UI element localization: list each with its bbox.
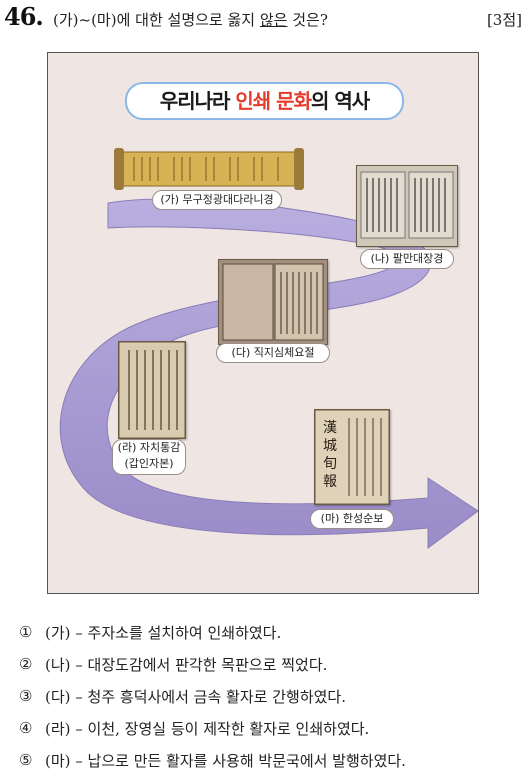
choice-1-text: (가) – 주자소를 설치하여 인쇄하였다. (45, 623, 282, 642)
svg-text:城: 城 (323, 438, 337, 454)
artifact-da: (다) 직지심체요절 (216, 259, 338, 363)
choice-3-marker: ③ (19, 687, 33, 705)
choice-5-text: (마) – 납으로 만든 활자를 사용해 박문국에서 발행하였다. (45, 751, 406, 770)
answer-choices: ① (가) – 주자소를 설치하여 인쇄하였다. ② (나) – 대장도감에서 판각… (19, 616, 524, 776)
choice-4[interactable]: ④ (라) – 이천, 장영실 등이 제작한 활자로 인쇄하였다. (19, 712, 524, 744)
question-score: [3점] (486, 11, 522, 29)
svg-text:旬: 旬 (323, 456, 337, 472)
artifact-ra-label-line2: (갑인자본) (124, 457, 174, 470)
figure-title-box: 우리나라 인쇄 문화의 역사 (125, 82, 404, 120)
svg-text:報: 報 (323, 474, 337, 490)
artifact-na: (나) 팔만대장경 (356, 165, 460, 269)
artifact-ga: (가) 무구정광대다라니경 (114, 144, 304, 214)
artifact-ra: (라) 자치통감 (갑인자본) (112, 341, 194, 475)
choice-5-marker: ⑤ (19, 751, 33, 769)
jachi-tonggam-image (118, 341, 186, 439)
question-text-after: 것은? (287, 11, 328, 29)
artifact-ra-label-line1: (라) 자치통감 (117, 441, 181, 454)
choice-1-marker: ① (19, 623, 33, 641)
artifact-ga-label: (가) 무구정광대다라니경 (152, 190, 282, 210)
figure-title-highlight: 인쇄 문화 (235, 89, 312, 113)
hanseong-sunbo-image: 漢 城 旬 報 (314, 409, 390, 505)
printing-history-figure: 우리나라 인쇄 문화의 역사 (가) 무구정광대다라니경 (47, 52, 479, 594)
svg-text:漢: 漢 (323, 420, 337, 436)
question-header: 46. (가)~(마)에 대한 설명으로 옳지 않은 것은? [3점] (4, 2, 526, 38)
choice-3-text: (다) – 청주 흥덕사에서 금속 활자로 간행하였다. (45, 687, 346, 706)
jikji-image (218, 259, 328, 345)
artifact-ra-label: (라) 자치통감 (갑인자본) (112, 439, 186, 475)
figure-title: 우리나라 인쇄 문화의 역사 (127, 84, 402, 118)
question-text-underlined: 않은 (259, 11, 288, 29)
choice-4-marker: ④ (19, 719, 33, 737)
question-text-before: (가)~(마)에 대한 설명으로 옳지 (53, 11, 260, 29)
choice-2[interactable]: ② (나) – 대장도감에서 판각한 목판으로 찍었다. (19, 648, 524, 680)
question-text: (가)~(마)에 대한 설명으로 옳지 않은 것은? (53, 9, 328, 30)
tripitaka-image (356, 165, 458, 247)
artifact-da-label: (다) 직지심체요절 (216, 343, 330, 363)
artifact-ma: 漢 城 旬 報 (마) 한성순보 (310, 409, 400, 539)
choice-5[interactable]: ⑤ (마) – 납으로 만든 활자를 사용해 박문국에서 발행하였다. (19, 744, 524, 776)
choice-4-text: (라) – 이천, 장영실 등이 제작한 활자로 인쇄하였다. (45, 719, 370, 738)
artifact-ma-label: (마) 한성순보 (310, 509, 394, 529)
choice-3[interactable]: ③ (다) – 청주 흥덕사에서 금속 활자로 간행하였다. (19, 680, 524, 712)
figure-title-suffix: 의 역사 (310, 89, 370, 113)
choice-1[interactable]: ① (가) – 주자소를 설치하여 인쇄하였다. (19, 616, 524, 648)
question-number: 46. (4, 2, 44, 31)
choice-2-text: (나) – 대장도감에서 판각한 목판으로 찍었다. (45, 655, 328, 674)
choice-2-marker: ② (19, 655, 33, 673)
artifact-na-label: (나) 팔만대장경 (360, 249, 454, 269)
figure-title-prefix: 우리나라 (159, 89, 236, 113)
scroll-image (114, 148, 304, 190)
